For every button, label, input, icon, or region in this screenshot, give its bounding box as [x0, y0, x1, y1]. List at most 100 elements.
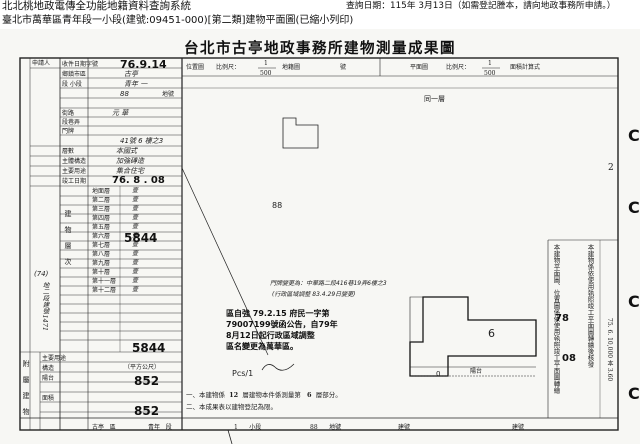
floor-row-label: 第十一層: [92, 278, 117, 285]
handwritten-mark: Pcs/1: [232, 369, 254, 378]
plan-scale-top: 1: [488, 60, 492, 67]
reg-note-4: 區名變更為萬華區。: [226, 342, 298, 351]
footer-part: 1 小段: [234, 424, 262, 431]
township-value: 古亭: [124, 70, 138, 78]
footer-segment: 青年 段: [148, 424, 172, 431]
floors-label: 層數: [62, 148, 75, 155]
applicant-label: 申請人: [32, 60, 51, 67]
main-use-value: 集合住宅: [116, 167, 144, 175]
edge-mark: C: [628, 126, 640, 145]
floor-row-label: 第五層: [92, 224, 111, 231]
street-label: 街路: [62, 110, 75, 117]
area-total: 5844: [124, 231, 158, 245]
date-value: 76.9.14: [120, 58, 167, 71]
unit-label: （平方公尺）: [124, 364, 161, 371]
reg-note-3: 8月12日起行政區域調整: [226, 331, 315, 340]
right-note-2: 本建物係依使用執照竣工平面圖轉繪後核發: [586, 244, 594, 368]
floor-row-label: 第八層: [92, 251, 111, 258]
use-label: 主要用途: [42, 355, 67, 362]
floor-area-label: 面積: [42, 395, 55, 402]
plan-balcony-label: 陽台: [470, 368, 483, 375]
floor-row-mark: 壹: [132, 196, 139, 203]
right-note-1: 本建物平面圖、位置圖係依使用執照竣工平面圖轉繪: [552, 244, 560, 394]
lot-number: 88: [272, 201, 283, 210]
note-2: 二、本成果表以建物登記為限。: [186, 403, 277, 411]
door-change-note: 門牌變更為：中華路二段416巷19弄6樓之3: [270, 280, 387, 287]
floor-row-label: 第六層: [92, 233, 111, 240]
lot-map-label: 地籍圖: [282, 64, 301, 71]
floor-row-label: 第十二層: [92, 287, 117, 294]
floor-row-mark: 壹: [132, 223, 139, 230]
floor-plan-label: 平面圖: [410, 64, 429, 71]
scale-top: 1: [264, 60, 268, 67]
completion-value: 76. 8 . 08: [112, 175, 165, 186]
room-area: 5844: [132, 341, 166, 355]
right-page: 2: [608, 163, 614, 173]
door-change-note-2: (行政區域調整 83.4.29日變更): [272, 291, 356, 298]
main-use-label: 主要用途: [62, 168, 87, 175]
document-subtitle: 臺北市萬華區青年段一小段(建號:09451-000)[第二類]建物平面圖(已縮小…: [2, 15, 354, 26]
floor-row-label: 地面層: [92, 188, 111, 195]
right-code-2: 08: [562, 353, 576, 364]
floor-row-label: 第七層: [92, 242, 111, 249]
completion-label: 竣工日期: [62, 178, 87, 185]
floor-row-mark: 壹: [132, 232, 139, 239]
floor-row-mark: 壹: [132, 286, 139, 293]
plan-scale-bottom: 500: [484, 70, 496, 77]
floor-row-label: 第九層: [92, 260, 111, 267]
floor-row-label: 第四層: [92, 215, 111, 222]
plan-scale-label: 比例尺：: [446, 64, 471, 71]
reg-note-1: 區自強 79.2.15 府民一字第: [226, 309, 330, 318]
floor-row-mark: 壹: [132, 241, 139, 248]
right-code: 78: [555, 313, 569, 324]
note-1: 一、本建物係 12 層建物本件係測量第 6 層部分。: [186, 391, 342, 399]
struct-label: 構造: [42, 365, 55, 372]
balcony-area: 852: [134, 374, 160, 388]
footer-township: 古亭 區: [92, 424, 116, 431]
first-floor-label: 同一層: [424, 95, 445, 103]
reg-note-2: 79007199號函公告，自79年: [226, 320, 338, 329]
floor-row-mark: 壹: [132, 259, 139, 266]
door-label: 門牌: [62, 128, 75, 135]
query-date: 查詢日期：115年 3月13日（如需登記謄本，請向地政事務所申請。）: [346, 1, 616, 11]
balcony-area-2: 852: [134, 404, 160, 418]
lot-value: 88: [120, 90, 129, 98]
balcony-label: 陽台: [42, 375, 55, 382]
attached-building-label: 附屬建物: [22, 360, 30, 416]
section-value: 青年 一: [124, 80, 148, 88]
side-ref: 75. 6. 10,000 本 3.60: [606, 318, 613, 382]
lot-label: 地號: [162, 91, 175, 98]
location-label: 位置圖: [186, 64, 205, 71]
floor-row-label: 第三層: [92, 206, 111, 213]
floor-row-mark: 壹: [132, 214, 139, 221]
footer-lot: 88 地號: [310, 424, 342, 431]
unit-number: 6: [488, 327, 495, 340]
floor-row-label: 第二層: [92, 197, 111, 204]
plan-balcony-num: 0: [436, 370, 441, 378]
scale-label: 比例尺：: [216, 64, 241, 71]
section-label: 段 小段: [62, 81, 82, 88]
document-title: 台北市古亭地政事務所建物測量成果圖: [184, 40, 456, 57]
area-calc-label: 面積計算式: [510, 64, 541, 71]
edge-mark: C: [628, 384, 640, 403]
floors-value: 本國式: [116, 147, 137, 155]
floor-row-label: 第十層: [92, 269, 111, 276]
lane-label: 段巷弄: [62, 119, 81, 126]
edge-mark: C: [628, 198, 640, 217]
footer-build: 建號: [398, 424, 411, 431]
floor-row-mark: 壹: [132, 205, 139, 212]
page-header: 北北桃地政電傳全功能地籍資料查詢系統 臺北市萬華區青年段一小段(建號:09451…: [0, 0, 640, 30]
floor-row-mark: 壹: [132, 268, 139, 275]
sheet-label: 號: [340, 64, 347, 71]
structure-label: 主體構造: [62, 158, 87, 165]
date-label: 收件日期字號: [62, 61, 99, 68]
floor-row-mark: 壹: [132, 187, 139, 194]
side-note: 地二段建號1471: [41, 282, 49, 332]
floor-row-mark: 壹: [132, 250, 139, 257]
floor-row-mark: 壹: [132, 277, 139, 284]
system-title: 北北桃地政電傳全功能地籍資料查詢系統: [2, 0, 191, 12]
street-value: 元 華: [112, 109, 129, 117]
footer-build-2: 建號: [512, 424, 525, 431]
side-note-label: (74): [34, 270, 49, 278]
